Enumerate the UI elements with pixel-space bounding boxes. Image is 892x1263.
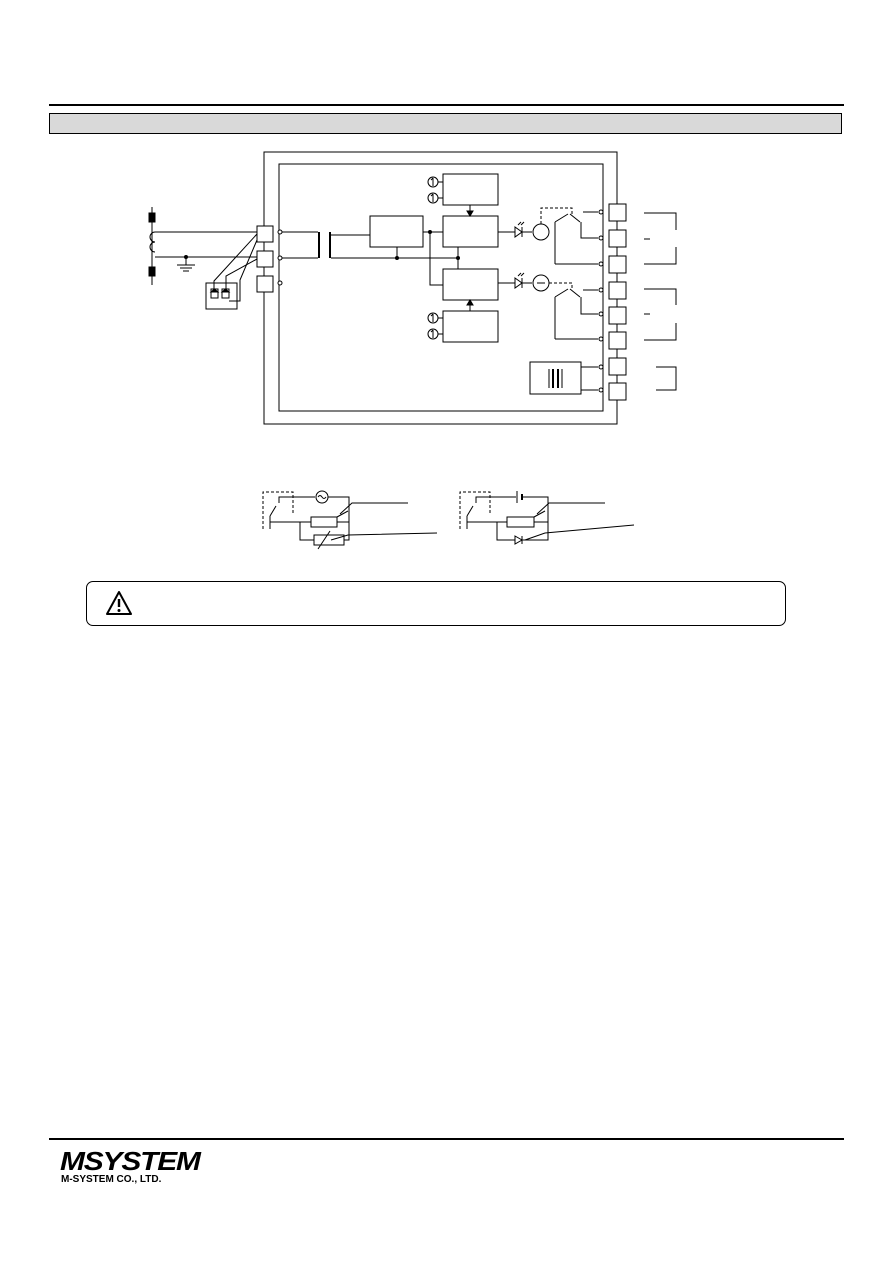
sensor-block-bottom (148, 266, 156, 277)
module-housing (263, 151, 618, 425)
housing-inner (278, 163, 604, 412)
converter-block (369, 215, 424, 248)
sensor-coil (149, 231, 156, 253)
output-terminal-3 (608, 255, 627, 274)
led-2-icon (514, 277, 523, 289)
power-supply-block (529, 361, 582, 395)
relay-output-1 (498, 207, 598, 265)
diode-icon (514, 535, 524, 545)
terminal-brackets (644, 212, 677, 391)
bottom-rule (49, 1138, 844, 1140)
led-1-icon (514, 226, 523, 238)
warning-triangle-icon (106, 591, 132, 615)
power-supply (529, 361, 598, 395)
protection-example-dc (459, 491, 635, 545)
output-terminal-1 (608, 203, 627, 222)
processing-blocks (369, 173, 499, 343)
load-resistor-ac (310, 516, 338, 528)
output-terminal-6 (608, 331, 627, 350)
input-terminals (256, 225, 283, 293)
company-name: M-SYSTEM CO., LTD. (61, 1174, 162, 1185)
input-terminal-2 (256, 250, 274, 268)
varistor-icon (313, 534, 345, 546)
output-terminal-7 (608, 357, 627, 376)
sensor-block-top (148, 212, 156, 223)
housing-outer (263, 151, 618, 425)
external-sensor (148, 207, 257, 285)
relay-output-2 (498, 272, 598, 340)
comparator-block-1 (442, 215, 499, 248)
setpoint-block-2 (442, 310, 499, 343)
load-resistor-dc (506, 516, 535, 528)
output-terminal-8 (608, 382, 627, 401)
section-title-bar (49, 113, 842, 134)
comparator-block-2 (442, 268, 499, 301)
isolation-transformer (282, 231, 458, 260)
output-terminals (598, 203, 627, 401)
warning-box (86, 581, 786, 626)
top-rule (49, 104, 844, 106)
setpoint-block-1 (442, 173, 499, 206)
input-terminal-1 (256, 225, 274, 243)
output-terminal-2 (608, 229, 627, 248)
relay-coil-1 (532, 223, 550, 241)
protection-example-ac (262, 490, 438, 550)
output-terminal-5 (608, 306, 627, 325)
diode-bridge-box (205, 282, 238, 310)
diode-bridge (205, 233, 258, 310)
company-logo: MSYSTEM (60, 1146, 201, 1176)
input-terminal-3 (256, 275, 274, 293)
output-terminal-4 (608, 281, 627, 300)
